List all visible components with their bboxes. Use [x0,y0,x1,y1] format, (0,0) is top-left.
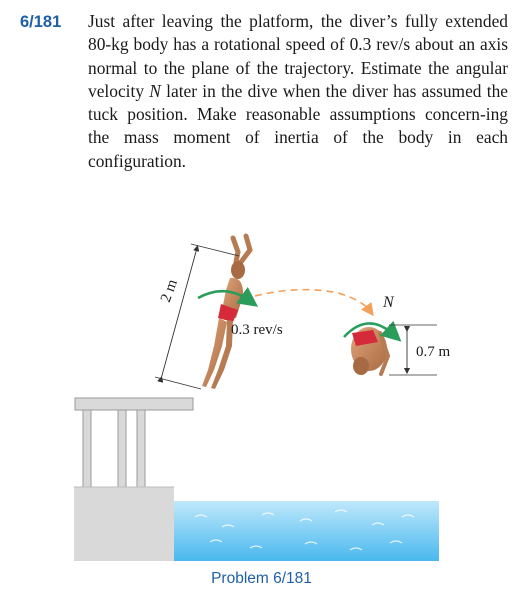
problem-statement: Just after leaving the platform, the div… [88,10,508,173]
problem-text-part1: Just after leaving the platform, the div… [88,11,508,101]
tucked-diver [351,327,391,376]
rotation-arrow-extended [197,287,259,307]
extended-diver [202,233,253,389]
figure-caption: Problem 6/181 [211,570,312,587]
diving-platform [74,397,194,561]
omega-symbol: N [149,80,161,101]
tuck-height-dimension [389,324,437,376]
diver-figure [74,233,439,561]
rotation-arrow-tucked [343,320,402,342]
pool-water [174,501,439,561]
speed-label: 0.3 rev/s [231,322,283,338]
problem-number: 6/181 [20,13,62,31]
length-dimension [154,243,240,390]
omega-label: N [383,294,394,311]
problem-text-part2: later in the dive when the diver has ass… [88,80,508,171]
trajectory-path [254,288,374,317]
tuck-height-label: 0.7 m [416,344,451,360]
